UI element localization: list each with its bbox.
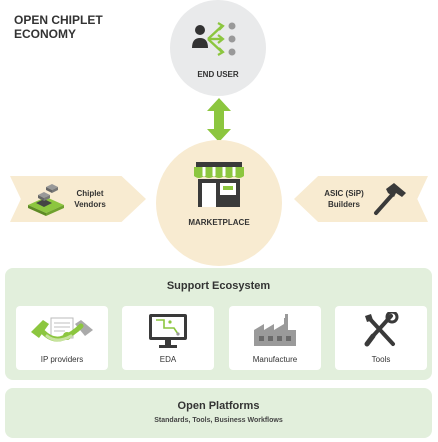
- support-ecosystem-title: Support Ecosystem: [166, 280, 271, 292]
- manufacture-tile: Manufacture: [229, 306, 321, 370]
- handshake-icon: [31, 317, 93, 342]
- asic-builders-banner: ASIC (SiP) Builders: [294, 176, 428, 222]
- tools-tile: Tools: [335, 306, 427, 370]
- manufacture-label: Manufacture: [252, 355, 298, 364]
- end-user-label: END USER: [197, 70, 239, 79]
- end-user-node: END USER: [170, 0, 266, 96]
- chiplet-vendors-banner: Chiplet Vendors: [10, 176, 146, 222]
- open-platforms-panel: Open Platforms Standards, Tools, Busines…: [5, 388, 432, 438]
- storefront-icon: [194, 162, 244, 207]
- chiplet-vendors-line-1: Chiplet: [76, 189, 104, 198]
- factory-icon: [254, 314, 296, 346]
- title-line-2: ECONOMY: [14, 27, 77, 41]
- hammer-icon: [374, 183, 406, 215]
- tools-label: Tools: [371, 355, 391, 364]
- open-platforms-title: Open Platforms: [177, 400, 260, 412]
- ip-providers-label: IP providers: [40, 355, 84, 364]
- asic-builders-line-1: ASIC (SiP): [324, 189, 364, 198]
- user-choice-icon: [192, 22, 236, 56]
- support-ecosystem-panel: Support Ecosystem IP providers EDA: [5, 268, 432, 380]
- open-platforms-subtitle: Standards, Tools, Business Workflows: [154, 417, 283, 424]
- monitor-routing-icon: [149, 314, 187, 348]
- chiplet-vendors-line-2: Vendors: [74, 200, 106, 209]
- chiplet-vendors-label: Chiplet Vendors: [70, 188, 110, 210]
- marketplace-node: MARKETPLACE: [156, 140, 282, 266]
- bidirectional-arrow-icon: [207, 98, 231, 142]
- asic-builders-line-2: Builders: [327, 200, 360, 209]
- eda-label: EDA: [159, 355, 177, 364]
- chiplet-board-icon: [28, 184, 64, 216]
- eda-tile: EDA: [122, 306, 214, 370]
- asic-builders-label: ASIC (SiP) Builders: [316, 188, 372, 210]
- marketplace-label: MARKETPLACE: [188, 218, 250, 227]
- diagram-title: OPEN CHIPLET ECONOMY: [14, 13, 134, 41]
- ip-providers-tile: IP providers: [16, 306, 108, 370]
- title-line-1: OPEN CHIPLET: [14, 13, 103, 27]
- wrench-screwdriver-icon: [364, 312, 399, 347]
